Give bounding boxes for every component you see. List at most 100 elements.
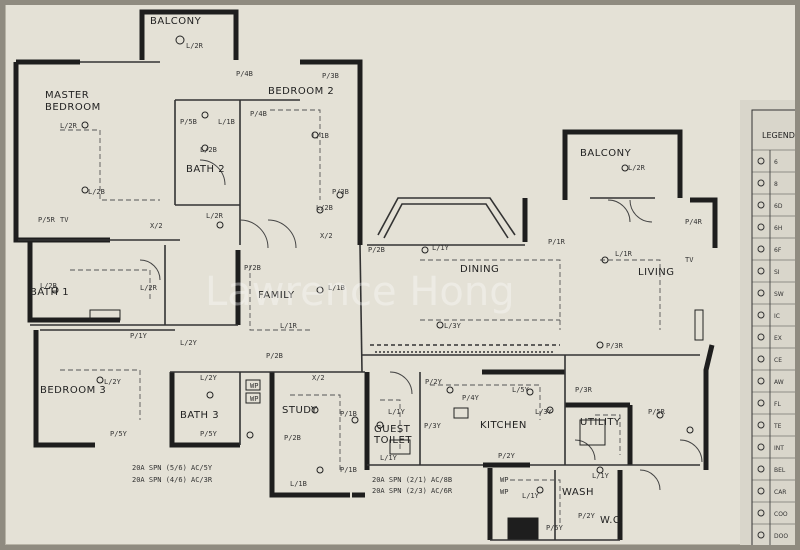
wiring-circuits bbox=[60, 109, 661, 525]
room-label-wc: W.C. bbox=[600, 515, 624, 526]
code-label: X/2 bbox=[312, 374, 325, 382]
code-label: L/2Y bbox=[200, 374, 218, 382]
code-label: L/2B bbox=[316, 204, 333, 212]
circuit-note-bottom-1: 20A SPN (2/1) AC/8B bbox=[372, 476, 452, 484]
room-label-living: LIVING bbox=[638, 267, 675, 278]
legend-item-label: IC bbox=[774, 313, 780, 320]
fixture-symbols bbox=[51, 35, 704, 494]
electrical-codes: L/2R P/4B P/3B P/5B L/1B P/4B L/1B L/2R … bbox=[38, 42, 703, 532]
legend-item-label: AW bbox=[774, 379, 784, 386]
legend-symbol-icon bbox=[757, 531, 765, 539]
code-label: P/3R bbox=[575, 386, 593, 394]
code-label: WP bbox=[500, 488, 508, 496]
code-label: P/2B bbox=[284, 434, 301, 442]
circuit-note-bottom-2: 20A SPN (2/3) AC/6R bbox=[372, 487, 453, 495]
room-label-bedroom-3: BEDROOM 3 bbox=[40, 385, 106, 396]
room-label-guest-toilet-1: GUEST bbox=[374, 424, 411, 435]
legend-symbol-icon bbox=[757, 509, 765, 517]
code-label: TV bbox=[60, 216, 69, 224]
room-label-utility: UTILITY bbox=[580, 417, 621, 428]
legend-item-label: INT bbox=[774, 445, 784, 452]
code-label: L/1R bbox=[280, 322, 298, 330]
legend-symbol-icon bbox=[757, 289, 765, 297]
legend-symbol-icon bbox=[757, 399, 765, 407]
legend-symbol-icon bbox=[757, 245, 765, 253]
room-label-bedroom-2: BEDROOM 2 bbox=[268, 86, 334, 97]
code-label: L/2B bbox=[40, 282, 57, 290]
legend-symbol-icon bbox=[757, 201, 765, 209]
legend-symbol-icon bbox=[757, 421, 765, 429]
code-label: P/2Y bbox=[425, 378, 443, 386]
legend-symbol-icon bbox=[757, 355, 765, 363]
legend-item-label: DOO bbox=[774, 533, 788, 540]
legend-item-label: 6 bbox=[774, 159, 778, 166]
code-label: P/1B bbox=[340, 466, 357, 474]
legend-item-label: 6F bbox=[774, 247, 782, 254]
code-label: L/1B bbox=[312, 132, 329, 140]
room-label-master-bedroom-1: MASTER bbox=[45, 90, 89, 101]
room-label-study: STUDY bbox=[282, 405, 318, 416]
legend-item-label: CE bbox=[774, 357, 782, 364]
code-label: WP bbox=[250, 395, 258, 403]
code-label: L/2R bbox=[206, 212, 224, 220]
code-label: P/3B bbox=[332, 188, 349, 196]
code-label: L/2Y bbox=[180, 339, 198, 347]
legend-symbol-icon bbox=[757, 377, 765, 385]
door-swings bbox=[139, 159, 703, 491]
circuit-note-left-1: 20A SPN (5/6) AC/5Y bbox=[132, 464, 213, 472]
room-label-kitchen: KITCHEN bbox=[480, 420, 527, 431]
code-label: L/2R bbox=[186, 42, 204, 50]
code-label: WP bbox=[500, 476, 508, 484]
legend-symbol-icon bbox=[757, 311, 765, 319]
code-label: P/4B bbox=[236, 70, 253, 78]
legend-item-label: 8 bbox=[774, 181, 778, 188]
legend-symbol-icon bbox=[757, 179, 765, 187]
room-label-master-bedroom-2: BEDROOM bbox=[45, 102, 101, 113]
code-label: X/2 bbox=[150, 222, 163, 230]
code-label: TV bbox=[685, 256, 694, 264]
code-label: P/4B bbox=[250, 110, 267, 118]
code-label: P/4Y bbox=[462, 394, 480, 402]
legend-item-label: 6H bbox=[774, 225, 782, 232]
code-label: L/2R bbox=[60, 122, 78, 130]
code-label: L/1B bbox=[290, 480, 307, 488]
code-label: L/1Y bbox=[522, 492, 540, 500]
room-label-balcony-right: BALCONY bbox=[580, 148, 632, 159]
legend-item-label: TE bbox=[773, 423, 782, 430]
code-label: L/2R bbox=[140, 284, 158, 292]
code-label: L/1B bbox=[218, 118, 235, 126]
code-label: WP bbox=[250, 382, 258, 390]
code-label: L/1Y bbox=[388, 408, 406, 416]
code-label: P/2B bbox=[266, 352, 283, 360]
code-label: P/3Y bbox=[424, 422, 442, 430]
legend-symbol-icon bbox=[757, 157, 765, 165]
code-label: P/2Y bbox=[498, 452, 516, 460]
code-label: L/1B bbox=[328, 284, 345, 292]
room-label-bath-3: BATH 3 bbox=[180, 410, 219, 421]
code-label: L/1Y bbox=[432, 244, 450, 252]
code-label: L/5Y bbox=[512, 386, 530, 394]
room-label-family: FAMILY bbox=[258, 290, 295, 301]
legend-item-label: 6D bbox=[774, 203, 783, 210]
code-label: P/3B bbox=[322, 72, 339, 80]
legend-symbol-icon bbox=[757, 443, 765, 451]
code-label: P/5R bbox=[648, 408, 666, 416]
room-label-guest-toilet-2: TOILET bbox=[373, 435, 412, 446]
code-label: P/5R bbox=[38, 216, 56, 224]
legend-item-label: BEL bbox=[774, 467, 786, 474]
legend-symbol-icon bbox=[757, 333, 765, 341]
legend-item-label: SW bbox=[774, 291, 784, 298]
circuit-note-left-2: 20A SPN (4/6) AC/3R bbox=[132, 476, 213, 484]
code-label: P/2B bbox=[368, 246, 385, 254]
legend-symbol-icon bbox=[757, 267, 765, 275]
legend-item-label: FL bbox=[774, 401, 781, 408]
legend-item-label: EX bbox=[774, 335, 782, 342]
legend-title: LEGEND bbox=[762, 131, 795, 140]
code-label: L/3Y bbox=[535, 408, 553, 416]
legend-item-label: CAR bbox=[774, 489, 786, 496]
code-label: L/3Y bbox=[444, 322, 462, 330]
code-label: L/1R bbox=[615, 250, 633, 258]
code-label: P/2Y bbox=[578, 512, 596, 520]
code-label: L/2R bbox=[628, 164, 646, 172]
